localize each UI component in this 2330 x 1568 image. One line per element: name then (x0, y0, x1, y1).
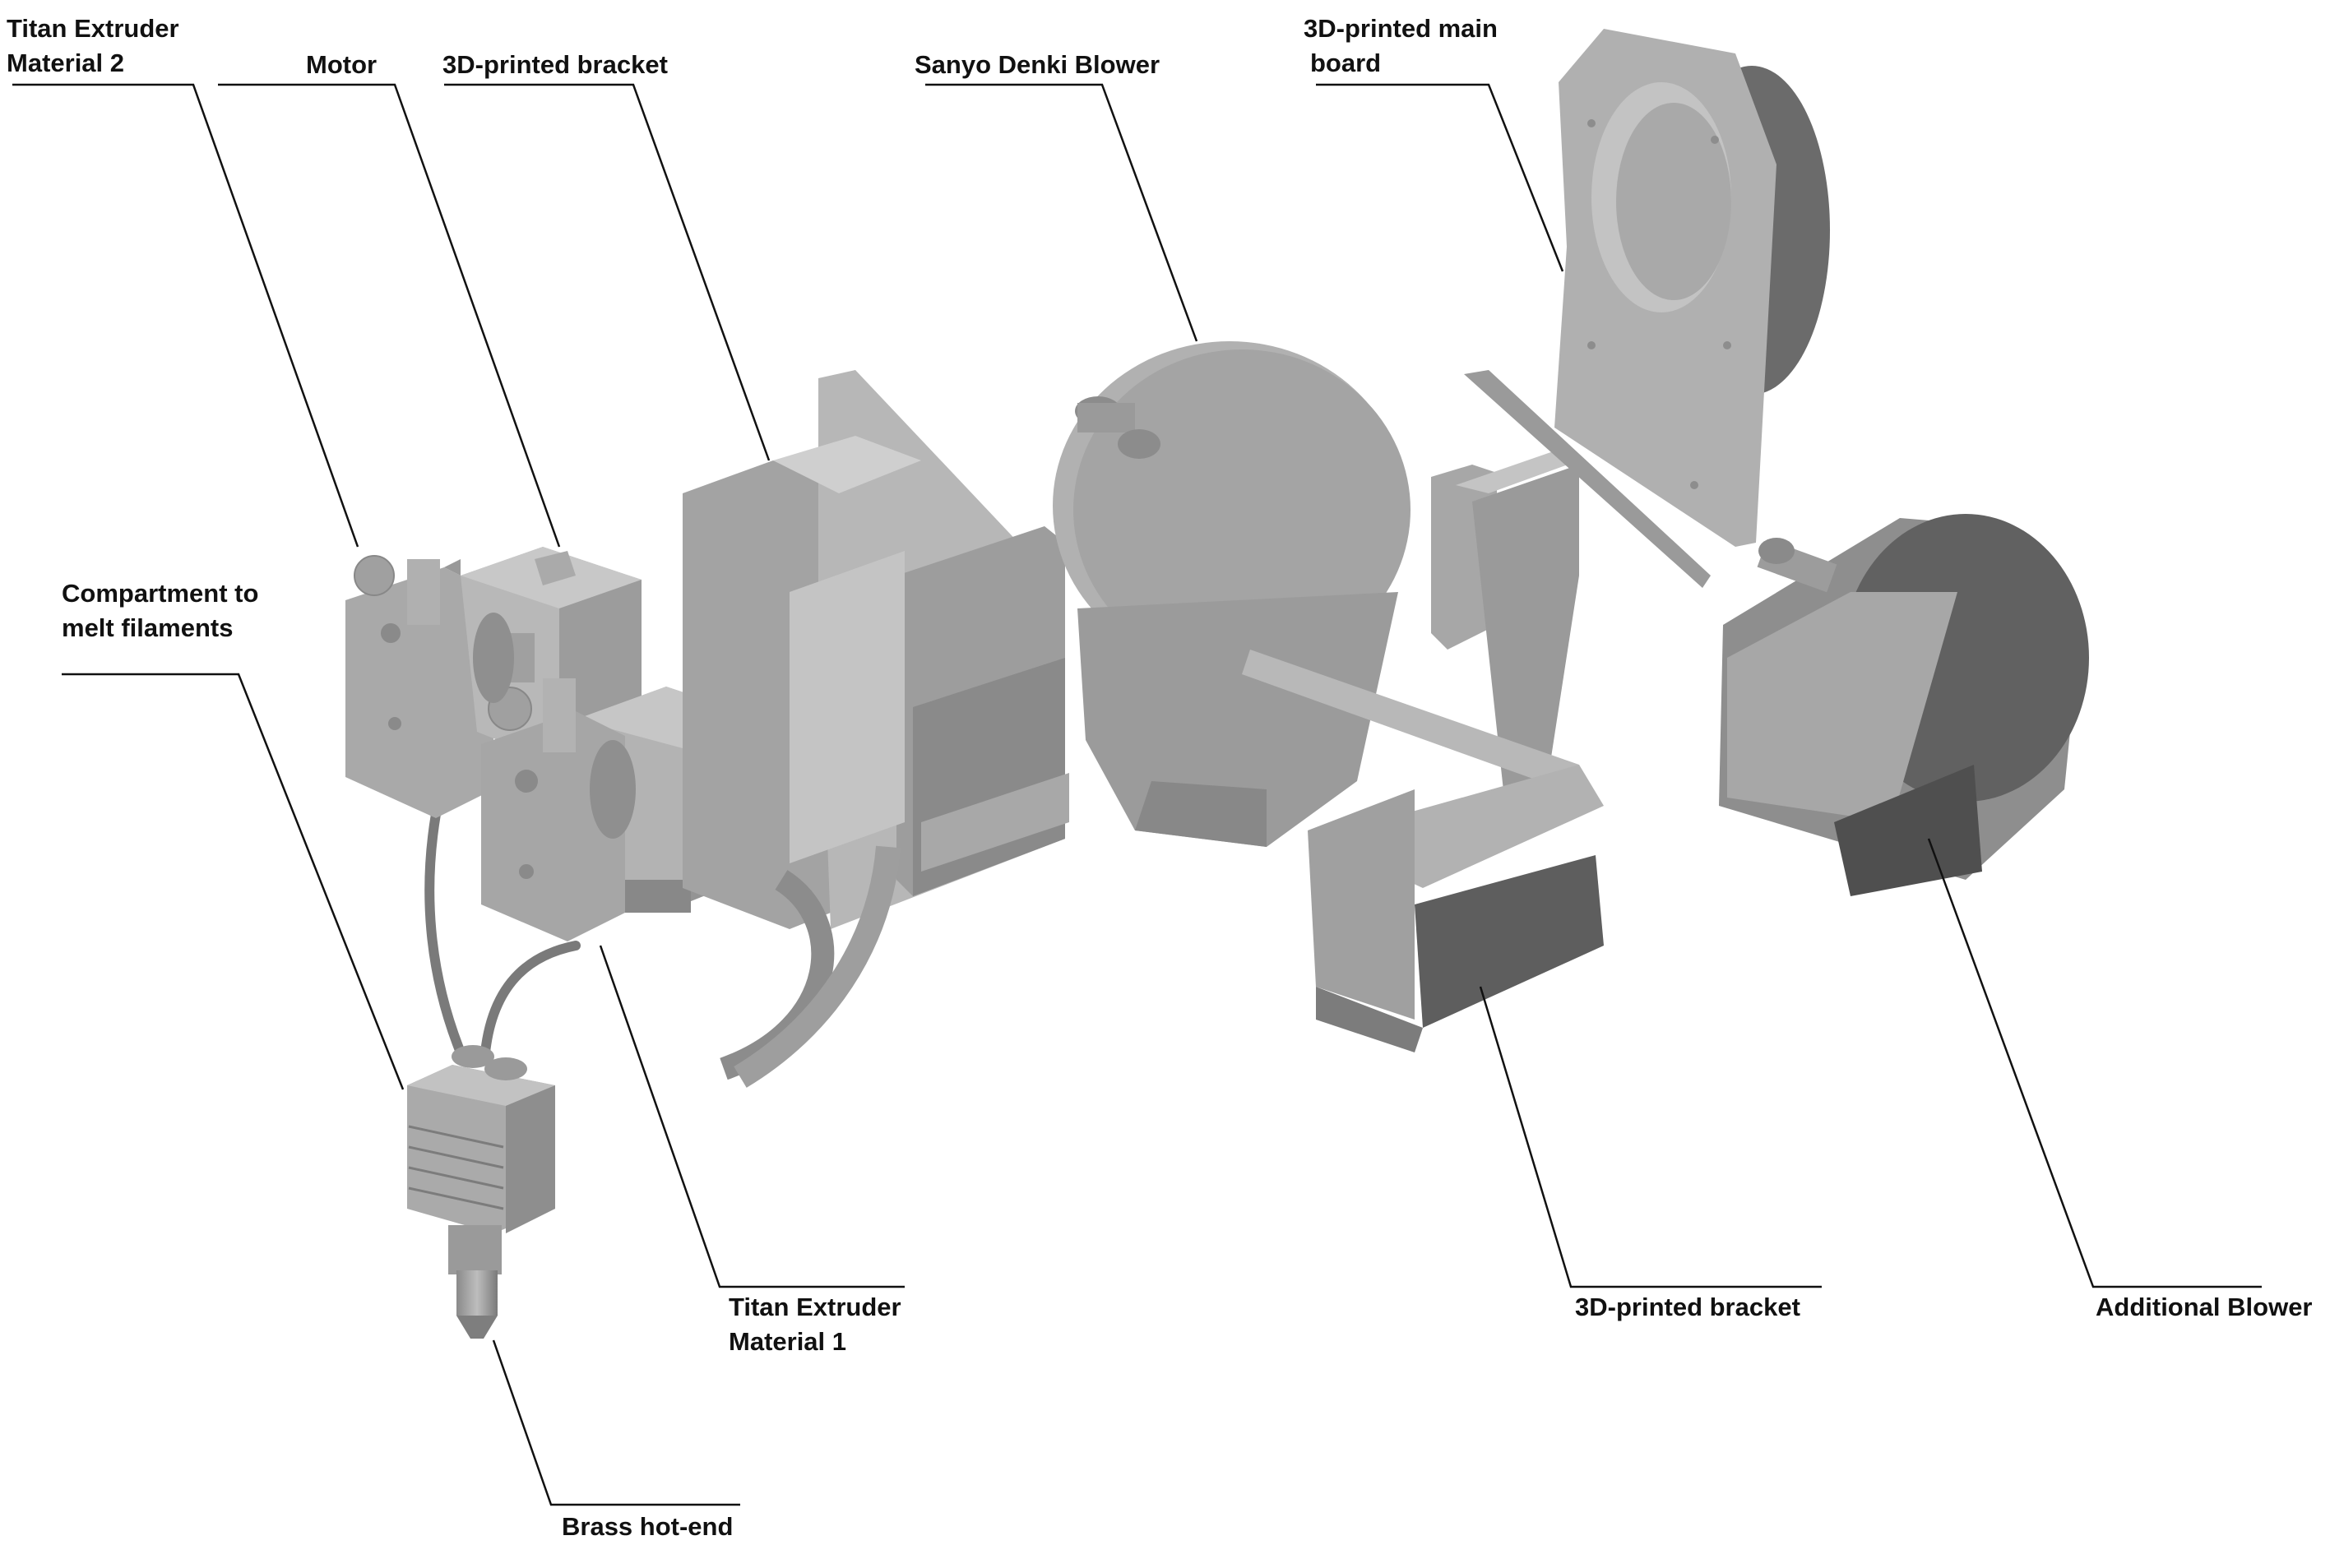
leader-motor (218, 83, 561, 548)
label-additional-blower: Additional Blower (2096, 1293, 2313, 1321)
additional-blower (1719, 514, 2089, 896)
label-3d-printed-bracket-bottom: 3D-printed bracket (1575, 1293, 1800, 1321)
leader-bracket-bottom (1479, 986, 1822, 1288)
leader-titan-extruder-1 (599, 945, 905, 1288)
label-brass-hot-end: Brass hot-end (562, 1512, 734, 1541)
titan-extruder-material-1 (473, 613, 636, 941)
leader-lines (12, 83, 2262, 1506)
3d-printed-main-board (1554, 29, 1830, 547)
titan-extruder-material-2 (345, 555, 493, 818)
label-3d-printed-bracket-top: 3D-printed bracket (442, 50, 668, 79)
leader-main-board (1316, 83, 1564, 272)
label-compartment-to-melt-filaments: Compartment to melt filaments (62, 579, 259, 642)
leader-additional-blower (1927, 838, 2262, 1288)
label-3d-printed-main-board: 3D-printed main board (1304, 14, 1498, 77)
hot-end-compartment (407, 1045, 555, 1274)
label-titan-extruder-material-2: Titan Extruder Material 2 (7, 14, 179, 77)
leader-sanyo-blower (925, 83, 1198, 342)
brass-hot-end-nozzle (456, 1270, 498, 1339)
leader-titan-extruder-2 (12, 83, 359, 548)
label-titan-extruder-material-1: Titan Extruder Material 1 (729, 1293, 901, 1356)
3d-printed-bracket-bottom (1242, 370, 1711, 1052)
leader-brass-hotend (492, 1339, 740, 1506)
label-motor: Motor (306, 50, 378, 79)
leader-compartment (62, 673, 405, 1090)
leader-bracket-top (444, 83, 771, 461)
label-sanyo-denki-blower: Sanyo Denki Blower (915, 50, 1160, 79)
filament-tubes (424, 809, 581, 1057)
3d-printed-bracket-top (683, 370, 1069, 1088)
sanyo-denki-blower (1053, 341, 1411, 847)
